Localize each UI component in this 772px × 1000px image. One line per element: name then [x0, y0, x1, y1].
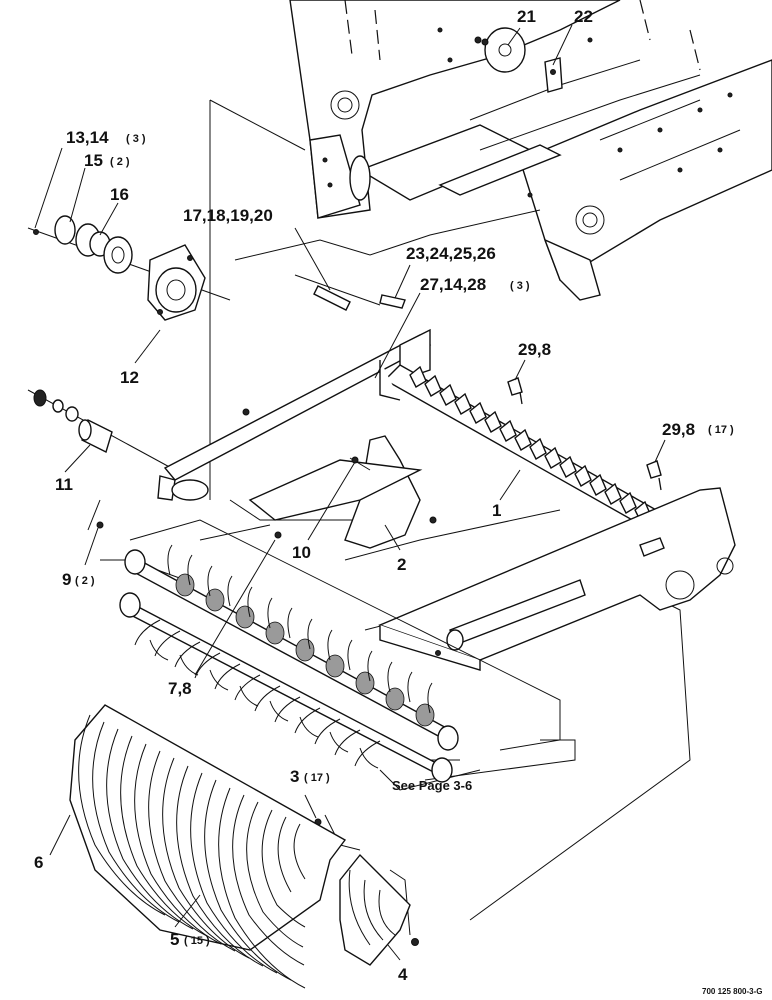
callout-2: 2 — [397, 555, 406, 574]
callout-21: 21 — [517, 7, 536, 26]
callout-22: 22 — [574, 7, 593, 26]
callout-13-14-qty: ( 3 ) — [126, 133, 146, 145]
main-frame — [289, 0, 772, 301]
stripper-bars — [78, 714, 306, 989]
callout-13-14: 13,14 — [66, 128, 109, 147]
callout-27-28: 27,14,28 — [420, 275, 486, 294]
part-2-deflector — [248, 435, 437, 549]
callout-27-28-qty: ( 3 ) — [510, 280, 530, 292]
callout-15: 15 — [84, 151, 103, 170]
callout-9: 9 — [62, 570, 71, 589]
callout-12: 12 — [120, 368, 139, 387]
fasteners — [96, 285, 662, 946]
part-22-bracket — [544, 57, 563, 93]
frame-bolt-holes — [322, 27, 733, 198]
see-page-reference: See Page 3-6 — [392, 778, 472, 793]
callout-17-20: 17,18,19,20 — [183, 206, 273, 225]
callout-3: 3 — [290, 767, 299, 786]
callout-15-qty: ( 2 ) — [110, 156, 130, 168]
spacer-assembly — [27, 389, 176, 471]
callout-9-qty: ( 2 ) — [75, 575, 95, 587]
callout-10: 10 — [292, 543, 311, 562]
callout-labels: 21 22 13,14 ( 3 ) 15 ( 2 ) 16 17,18,19,2… — [34, 7, 763, 996]
part-6-stripper-plate — [69, 704, 347, 989]
rotor-tines — [134, 544, 433, 769]
leader-lines — [34, 24, 666, 961]
callout-11: 11 — [55, 475, 73, 494]
callout-5-qty: ( 15 ) — [184, 935, 210, 947]
callout-6: 6 — [34, 853, 43, 872]
part-21-disc — [474, 27, 526, 73]
figure-code: 700 125 800-3-G — [702, 987, 763, 996]
callout-5: 5 — [170, 930, 179, 949]
callout-4: 4 — [398, 965, 408, 984]
callout-29-8: 29,8 — [518, 340, 551, 359]
bearing-assembly — [27, 215, 231, 321]
callout-1: 1 — [492, 501, 501, 520]
callout-7-8: 7,8 — [168, 679, 192, 698]
callout-29-8-b-qty: ( 17 ) — [708, 424, 734, 436]
callout-16: 16 — [110, 185, 129, 204]
callout-23-26: 23,24,25,26 — [406, 244, 496, 263]
rotor-assembly — [119, 519, 561, 783]
rotor-collars — [175, 573, 435, 727]
part-4-stripper-bar — [339, 853, 411, 966]
callout-29-8-b: 29,8 — [662, 420, 695, 439]
callout-3-qty: ( 17 ) — [304, 772, 330, 784]
beam-teeth — [409, 365, 652, 523]
right-side-plate — [378, 487, 736, 671]
